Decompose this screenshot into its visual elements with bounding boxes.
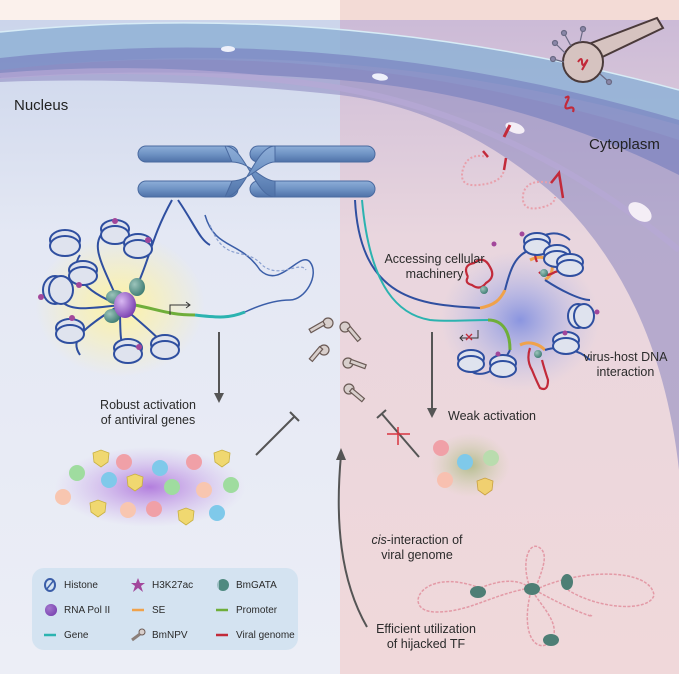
legend-item-h3k27ac: H3K27ac: [130, 578, 193, 592]
blocked-x-icon: [387, 427, 410, 445]
histone-icon: [42, 578, 58, 592]
accessing-line2: machinery: [405, 267, 464, 281]
histone-icon: [113, 338, 143, 364]
virus-host-interaction-label: virus-host DNA interaction: [578, 350, 673, 380]
legend-item-se: SE: [130, 603, 165, 617]
bmnpv-viruses: [308, 317, 367, 403]
legend-label: H3K27ac: [152, 579, 194, 591]
legend-label: SE: [152, 604, 166, 616]
nuclear-envelope: [0, 22, 679, 470]
hijacked-tf-blobs: [470, 574, 573, 646]
legend-item-promoter: Promoter: [214, 603, 277, 617]
legend-label: BmGATA: [236, 579, 277, 591]
inhibit-line-right: [381, 413, 420, 458]
legend-item-histone: Histone: [42, 578, 98, 592]
histone-icon: [55, 318, 85, 344]
cis-interaction-label: cis-interaction of viral genome: [362, 533, 472, 563]
star-icon: [130, 578, 146, 592]
hijacked-bmgata: [480, 269, 548, 358]
cis-rest: -interaction of: [386, 533, 463, 547]
histone-icon: [49, 229, 81, 257]
block-x-icon: [465, 333, 473, 341]
legend-label: Promoter: [236, 604, 278, 616]
robust-activation-line1: Robust activation: [100, 398, 196, 412]
legend-item-gene: Gene: [42, 628, 88, 642]
accessing-line1: Accessing cellular: [384, 252, 485, 266]
antiviral-proteins: [55, 449, 239, 526]
robust-activation-line2: of antiviral genes: [100, 413, 196, 427]
legend-item-viral-genome: Viral genome: [214, 628, 295, 642]
histone-icon: [123, 233, 153, 259]
nucleus-label: Nucleus: [14, 97, 69, 114]
virus-particle-entering: [549, 16, 665, 86]
viral-genome-line-icon: [214, 628, 230, 642]
cytoplasm-label: Cytoplasm: [589, 136, 660, 153]
viral-genome-fragment: [564, 95, 575, 113]
histone-icon: [150, 334, 180, 360]
se-line-icon: [130, 603, 146, 617]
bmnpv-icon: [343, 383, 366, 403]
bmnpv-icon: [308, 344, 330, 363]
legend-item-bmgata: BmGATA: [214, 578, 277, 592]
cis-italic: cis: [371, 533, 387, 547]
cis-line2: viral genome: [381, 548, 453, 562]
rna-pol-ii: [114, 292, 136, 318]
tss-arrow-icon: [169, 301, 191, 315]
flow-arrows: [214, 332, 437, 628]
weak-activation-label: Weak activation: [448, 409, 537, 423]
histone-cluster-right: [457, 232, 595, 378]
blocked-tss-arrow-icon: [459, 330, 479, 342]
efficient-line1: Efficient utilization: [376, 622, 476, 636]
dna-helix: [204, 214, 314, 313]
interaction-line2: interaction: [596, 365, 655, 379]
legend-item-rna-pol-ii: RNA Pol II: [42, 603, 110, 617]
bmnpv-icon: [308, 317, 334, 334]
legend-label: BmNPV: [152, 629, 188, 641]
histone-icon: [42, 275, 74, 305]
viral-genome-loops: [461, 150, 565, 210]
legend-label: Viral genome: [236, 629, 295, 641]
legend-label: Gene: [64, 629, 89, 641]
bmnpv-icon: [342, 357, 367, 370]
histone-cluster-left: [42, 219, 180, 364]
h3k27ac-marks: [38, 218, 151, 350]
viral-genome-fragment: [502, 124, 512, 138]
bmnpv-icon: [130, 628, 146, 642]
efficient-line2: of hijacked TF: [386, 637, 466, 651]
bmnpv-icon: [339, 321, 362, 343]
gene-segment: [194, 310, 246, 319]
accessing-machinery-label: Accessing cellular machinery: [372, 252, 497, 282]
gene-line-icon: [42, 628, 58, 642]
interaction-line1: virus-host DNA: [583, 350, 668, 364]
curved-up-arrow: [337, 454, 368, 628]
legend-panel: Histone H3K27ac BmGATA RNA Pol II SE Pro…: [32, 568, 298, 650]
weak-antiviral-proteins: [433, 440, 499, 496]
histone-icon: [100, 219, 130, 245]
legend-item-bmnpv: BmNPV: [130, 628, 188, 642]
promoter-line-icon: [214, 603, 230, 617]
transcription-complex: [104, 278, 145, 323]
chromosome: [137, 145, 376, 198]
inhibit-line-left: [255, 415, 296, 456]
robust-activation-label: Robust activation of antiviral genes: [78, 398, 218, 428]
histone-icon: [68, 260, 98, 286]
legend-label: RNA Pol II: [64, 604, 111, 616]
legend-label: Histone: [64, 579, 98, 591]
efficient-utilization-label: Efficient utilization of hijacked TF: [362, 622, 490, 652]
bmgata-icon: [214, 578, 230, 592]
rna-pol-icon: [42, 603, 58, 617]
